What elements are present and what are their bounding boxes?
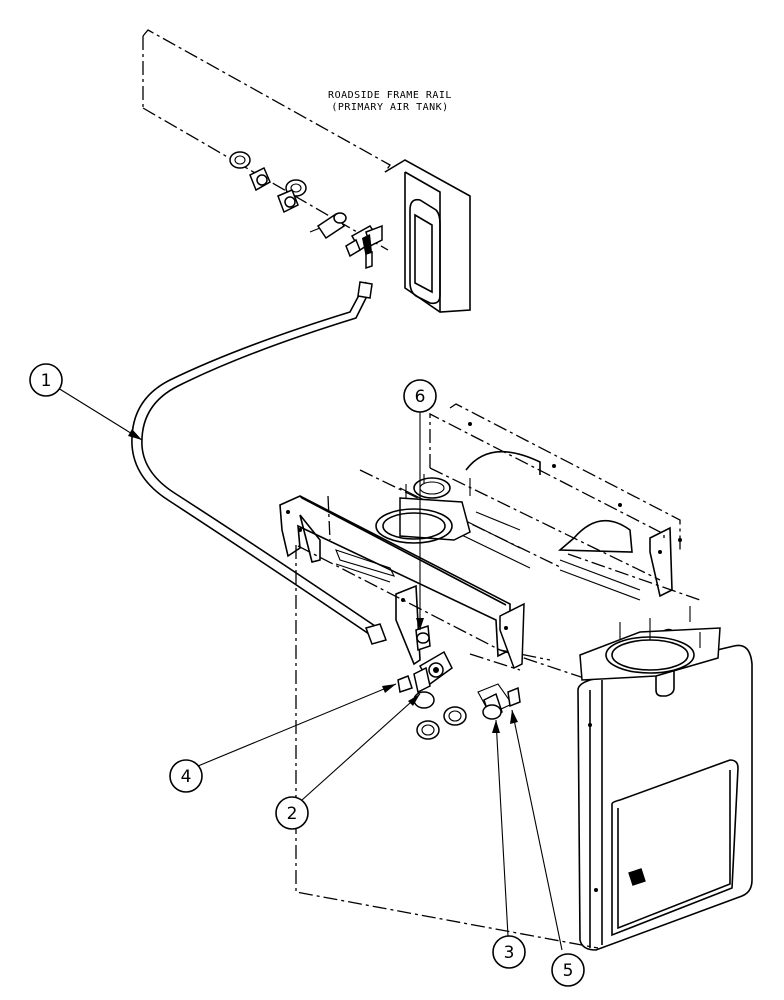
frame-rail-fittings [229,151,383,270]
callout-3: 3 [492,935,526,969]
callout-5: 5 [551,953,585,987]
air-hose [131,281,387,645]
frame-rail: ROADSIDE FRAME RAIL (PRIMARY AIR TANK) [142,29,471,313]
callout-5-label: 5 [563,961,574,981]
callout-2: 2 [275,796,309,830]
valve-assembly [397,624,521,740]
mounting-box [279,403,753,951]
leader-lines [57,387,563,951]
callout-3-label: 3 [504,943,515,963]
callout-6-label: 6 [415,387,426,407]
callout-6: 6 [403,379,437,413]
callout-2-label: 2 [287,804,298,824]
callout-4: 4 [169,759,203,793]
callout-4-label: 4 [181,767,192,787]
callout-1: 1 [29,363,63,397]
frame-rail-label-line1: ROADSIDE FRAME RAIL [328,90,452,101]
frame-rail-label-line2: (PRIMARY AIR TANK) [331,102,448,113]
callout-1-label: 1 [41,371,52,391]
